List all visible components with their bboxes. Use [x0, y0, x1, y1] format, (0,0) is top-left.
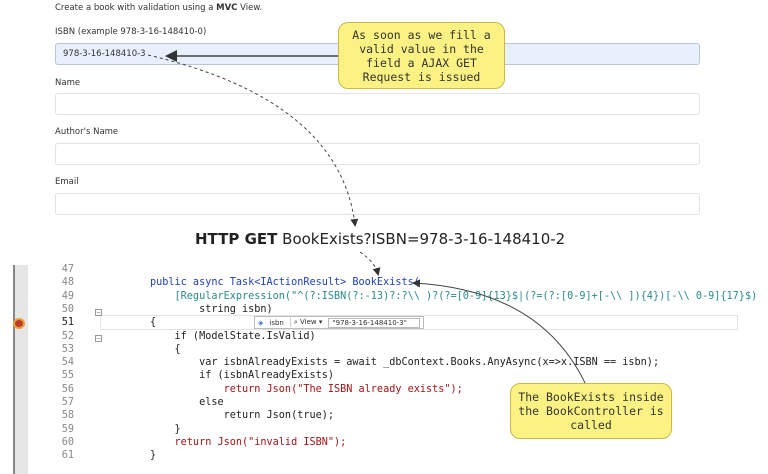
code-line: 55 if (isbnAlreadyExists): [0, 370, 768, 383]
code-line: 52 if (ModelState.IsValid): [0, 331, 768, 344]
line-number: 54: [61, 357, 74, 369]
code-text: public async Task<IActionResult> BookExi…: [150, 277, 420, 289]
dashed-arrow-to-method: [359, 251, 381, 276]
collapse-icon[interactable]: −: [95, 335, 102, 342]
author-input[interactable]: [55, 143, 700, 165]
name-input[interactable]: [55, 93, 700, 115]
line-number: 59: [61, 423, 74, 435]
http-request-label: HTTP GET BookExists?ISBN=978-3-16-148410…: [195, 230, 565, 248]
line-number: 60: [61, 436, 74, 448]
editor-gutter: [13, 265, 28, 474]
code-text: if (ModelState.IsValid): [150, 330, 316, 342]
intro-text: Create a book with validation using a: [55, 3, 217, 13]
callout-ajax: As soon as we fill a valid value in the …: [338, 22, 505, 89]
code-text: return Json("invalid ISBN");: [150, 436, 347, 448]
arrow-to-bookexists: [412, 279, 586, 384]
name-label: Name: [55, 78, 81, 88]
view-button[interactable]: ⌕ View ▾: [289, 318, 322, 327]
view-label: View: [300, 318, 317, 326]
code-text: {: [150, 317, 157, 329]
datatip-value: "978-3-16-148410-3": [328, 317, 421, 328]
code-line: 49 [RegularExpression("^(?:ISBN(?:-13)?:…: [0, 291, 768, 304]
line-number: 61: [61, 450, 74, 462]
collapse-icon[interactable]: −: [95, 309, 102, 316]
callout-controller: The BookExists inside the BookController…: [510, 383, 672, 439]
code-text: var isbnAlreadyExists = await _dbContext…: [150, 357, 660, 369]
code-line: 59 }: [0, 424, 768, 437]
line-number: 47: [61, 264, 74, 275]
author-label: Author's Name: [55, 127, 119, 137]
code-line: 56 return Json("The ISBN already exists"…: [0, 384, 768, 397]
code-line: 61}: [0, 450, 768, 463]
line-number: 50: [61, 303, 74, 315]
email-label: Email: [55, 177, 79, 187]
code-line: 57 else: [0, 397, 768, 410]
code-text: return Json(true);: [150, 410, 335, 422]
datatip[interactable]: ◈ isbn ⌕ View ▾ "978-3-16-148410-3": [254, 316, 425, 329]
http-method: HTTP GET: [195, 230, 278, 248]
current-line-highlight: [100, 315, 738, 330]
code-text: }: [150, 423, 181, 435]
line-number: 52: [61, 330, 74, 342]
datatip-name: isbn: [269, 318, 284, 327]
line-number: 51: [61, 317, 74, 329]
dashed-arrow-to-request: [147, 54, 359, 227]
code-text: }: [150, 450, 157, 462]
code-line: 53 {: [0, 344, 768, 357]
line-number: 56: [61, 383, 74, 395]
intro-bold: MVC: [216, 3, 238, 13]
code-text: if (isbnAlreadyExists): [150, 370, 335, 382]
code-line: 47: [0, 264, 768, 277]
code-line: 54 var isbnAlreadyExists = await _dbCont…: [0, 357, 768, 370]
breakpoint-icon[interactable]: [13, 318, 25, 329]
code-text: {: [150, 343, 181, 355]
code-line: 51 {: [0, 317, 768, 330]
line-number: 49: [61, 290, 74, 302]
line-number: 53: [61, 343, 74, 355]
line-number: 48: [61, 277, 74, 289]
code-line: 60 return Json("invalid ISBN");: [0, 437, 768, 450]
email-input[interactable]: [55, 193, 700, 215]
code-text: [RegularExpression("^(?:ISBN(?:-13)?:?\\…: [150, 290, 758, 302]
isbn-label: ISBN (example 978-3-16-148410-0): [55, 27, 207, 37]
code-text: else: [150, 397, 224, 408]
variable-icon: ◈: [258, 318, 264, 327]
code-line: 58 return Json(true);: [0, 410, 768, 423]
line-number: 58: [61, 410, 74, 422]
intro-suffix: View.: [237, 3, 263, 13]
line-number: 57: [61, 397, 74, 408]
code-text: string isbn): [150, 303, 273, 315]
code-line: 48 public async Task<IActionResult> BookE…: [0, 277, 768, 290]
line-number: 55: [61, 370, 74, 382]
code-line: 50 string isbn): [0, 304, 768, 317]
code-text: return Json("The ISBN already exists");: [150, 383, 463, 395]
http-path: BookExists?ISBN=978-3-16-148410-2: [282, 230, 566, 248]
page-intro: Create a book with validation using a MV…: [55, 3, 262, 13]
